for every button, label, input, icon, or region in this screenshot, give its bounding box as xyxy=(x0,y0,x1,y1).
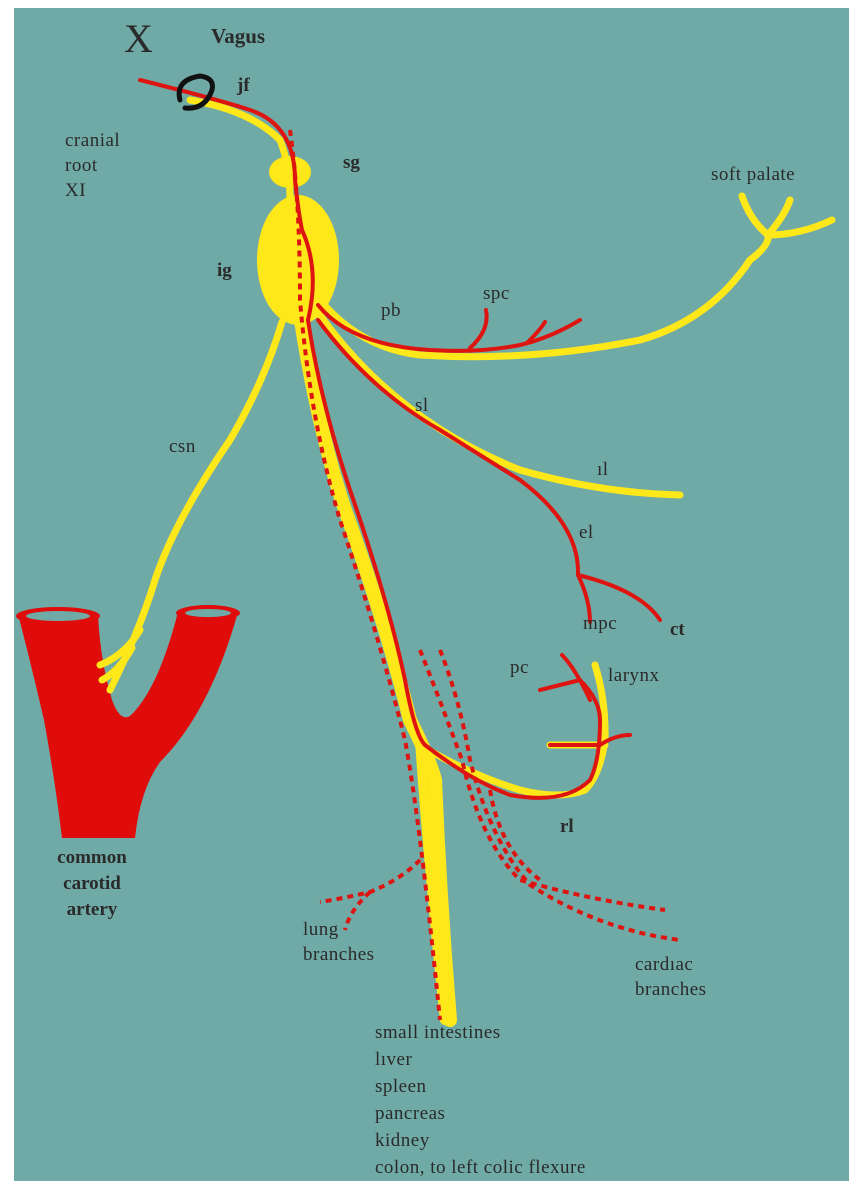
label-spc: spc xyxy=(483,283,510,305)
cranial-root-line-3: XI xyxy=(65,178,120,203)
label-ig: ig xyxy=(217,260,232,282)
cranial-root-line-1: cranial xyxy=(65,128,120,153)
target-pancreas: pancreas xyxy=(375,1100,586,1127)
diagram-title: Vagus xyxy=(211,24,265,49)
label-sg: sg xyxy=(343,152,360,174)
label-csn: csn xyxy=(169,436,196,458)
target-kidney: kidney xyxy=(375,1127,586,1154)
superior-ganglion xyxy=(269,156,311,188)
cranial-root-line-2: root xyxy=(65,153,120,178)
label-abdominal-targets: small intestines lıver spleen pancreas k… xyxy=(375,1019,586,1181)
label-soft-palate: soft palate xyxy=(711,164,795,186)
label-lung-branches: lung branches xyxy=(303,917,375,967)
carotid-line-2: carotid xyxy=(30,871,154,897)
target-small-intestines: small intestines xyxy=(375,1019,586,1046)
left-carotid-lumen xyxy=(26,611,90,621)
target-colon: colon, to left colic flexure xyxy=(375,1154,586,1181)
lung-branches-line-2: branches xyxy=(303,942,375,967)
label-common-carotid-artery: common carotid artery xyxy=(30,845,154,923)
carotid-line-3: artery xyxy=(30,897,154,923)
label-el: el xyxy=(579,522,594,544)
target-liver: lıver xyxy=(375,1046,586,1073)
target-spleen: spleen xyxy=(375,1073,586,1100)
label-cardiac-branches: cardıac branches xyxy=(635,952,707,1002)
carotid-line-1: common xyxy=(30,845,154,871)
lung-branches-line-1: lung xyxy=(303,917,375,942)
label-cranial-root: cranial root XI xyxy=(65,128,120,203)
label-mpc: mpc xyxy=(583,613,617,635)
right-carotid-lumen xyxy=(185,609,231,617)
label-sl: sl xyxy=(415,395,429,417)
cardiac-branches-line-2: branches xyxy=(635,977,707,1002)
label-larynx: larynx xyxy=(608,665,660,687)
cardiac-branches-line-1: cardıac xyxy=(635,952,707,977)
roman-numeral: X xyxy=(124,15,153,62)
label-pc: pc xyxy=(510,657,529,679)
label-pb: pb xyxy=(381,300,401,322)
label-rl: rl xyxy=(560,816,574,838)
label-jf: jf xyxy=(237,75,250,97)
label-il: ıl xyxy=(597,459,609,481)
label-ct: ct xyxy=(670,619,685,641)
